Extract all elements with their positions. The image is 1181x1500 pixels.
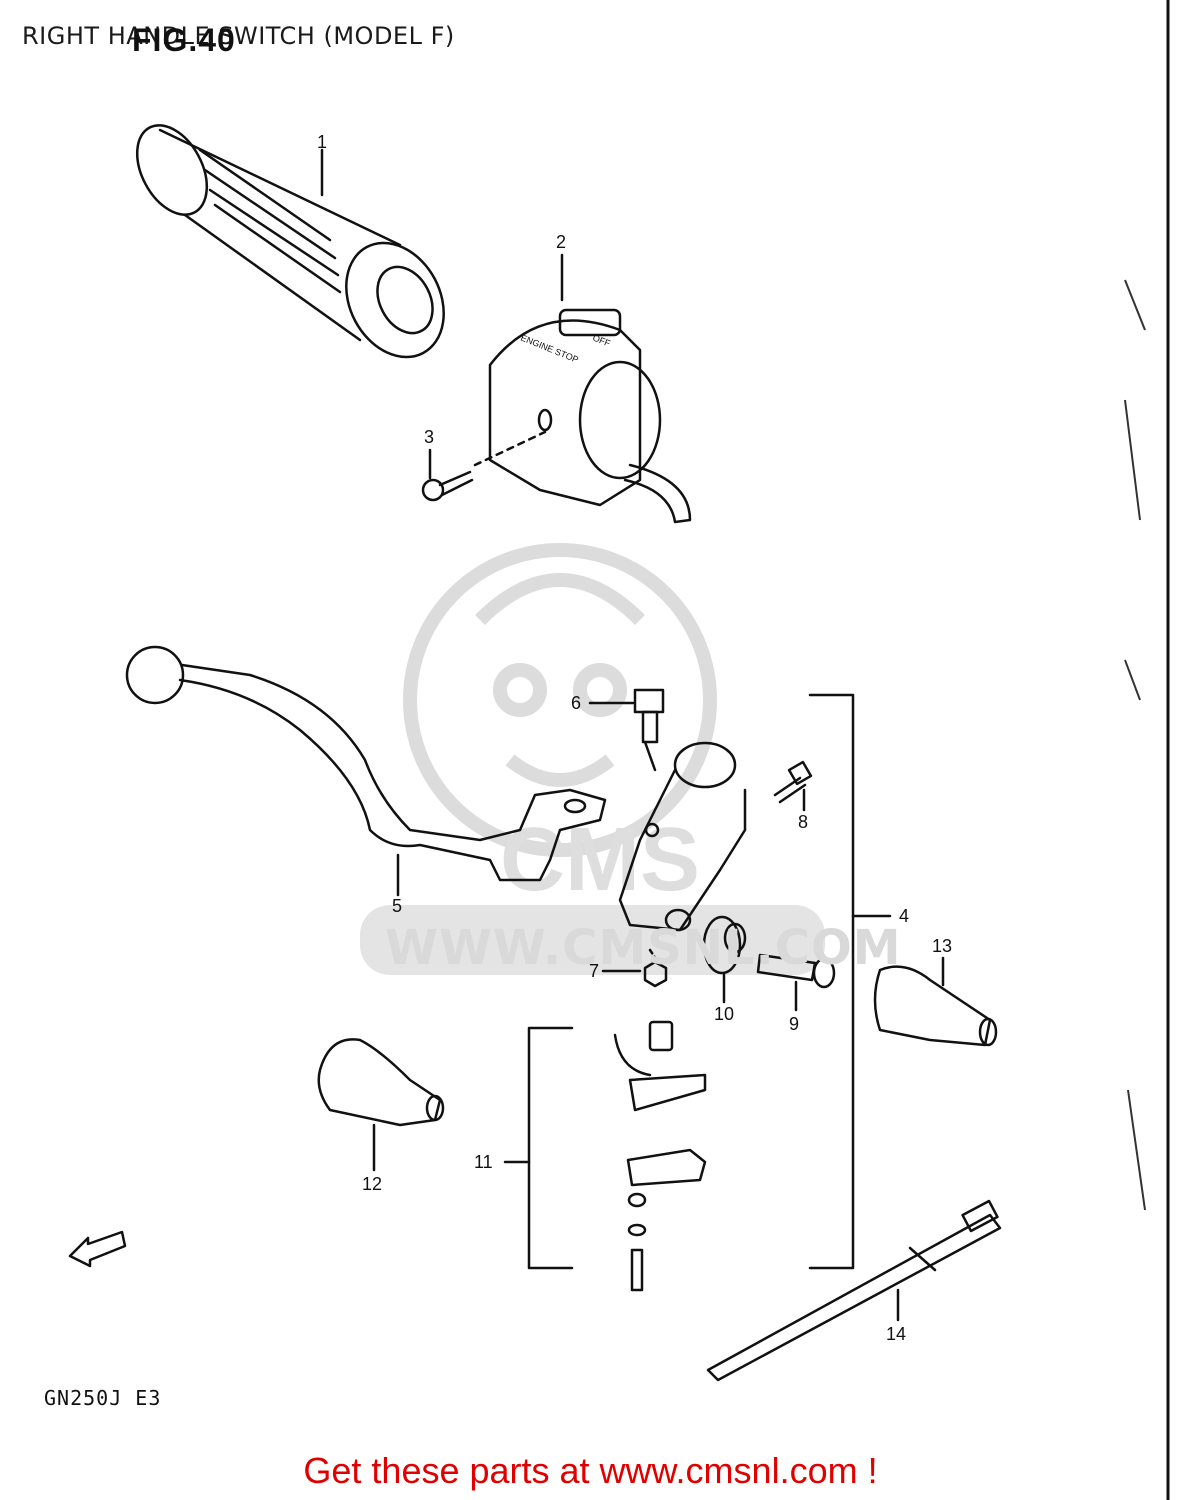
part-4-lever-holder xyxy=(618,741,747,932)
watermark-logo-text: CMS xyxy=(500,810,700,910)
watermark-logo xyxy=(403,543,717,857)
callout-11: 11 xyxy=(474,1152,493,1172)
callout-1: 1 xyxy=(317,132,327,152)
part-12-cover xyxy=(317,1038,445,1127)
callout-6: 6 xyxy=(571,693,581,713)
watermark-url: WWW.CMSNL.COM xyxy=(385,920,902,976)
callout-8: 8 xyxy=(798,812,808,832)
fwd-arrow xyxy=(68,1230,127,1268)
part-9-pivot-bolt xyxy=(756,953,836,989)
part-1-grip xyxy=(135,124,445,359)
page-title: RIGHT HANDLE SWITCH (MODEL F) xyxy=(22,22,455,50)
footer-link[interactable]: Get these parts at www.cmsnl.com ! xyxy=(303,1450,878,1491)
callout-12: 12 xyxy=(362,1174,382,1194)
callout-14: 14 xyxy=(886,1324,906,1344)
callout-3: 3 xyxy=(424,427,434,447)
model-code: GN250J E3 xyxy=(44,1386,162,1410)
callout-2: 2 xyxy=(556,232,566,252)
frame-marks xyxy=(1124,279,1146,1211)
part-14-cable-tie xyxy=(706,1199,1002,1382)
part-2-switch-housing xyxy=(488,308,692,524)
part-10-adjuster xyxy=(702,915,747,975)
callout-4: 4 xyxy=(899,906,909,926)
part-13-boot xyxy=(873,965,998,1047)
callout-13: 13 xyxy=(932,936,952,956)
figure-label: FIG.40 xyxy=(132,22,236,58)
callout-9: 9 xyxy=(789,1014,799,1034)
callout-7: 7 xyxy=(589,961,599,981)
part-8-screw xyxy=(773,760,813,804)
part-11-switch-kit xyxy=(613,1020,707,1292)
part-6-bolt xyxy=(633,688,665,772)
callout-10: 10 xyxy=(714,1004,734,1024)
callout-5: 5 xyxy=(392,896,402,916)
part-7-nut xyxy=(643,948,668,988)
switch-label: ENGINE STOP xyxy=(519,333,580,365)
part-3-screw xyxy=(421,430,547,502)
watermark-banner xyxy=(360,905,825,975)
part-5-lever xyxy=(125,645,607,882)
